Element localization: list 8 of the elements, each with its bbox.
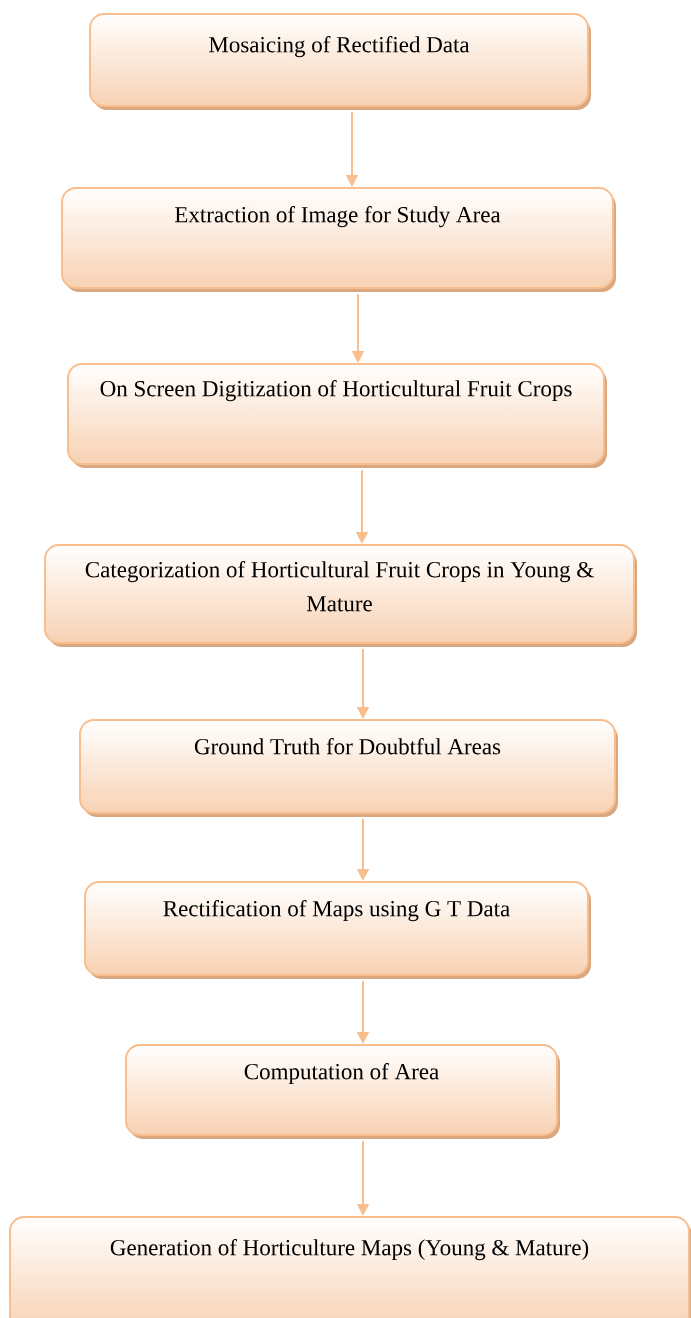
- process-box: Extraction of Image for Study Area: [61, 187, 616, 292]
- process-box: On Screen Digitization of Horticultural Fruit Crops: [67, 363, 607, 468]
- process-box: Mosaicing of Rectified Data: [89, 13, 591, 110]
- process-box: Rectification of Maps using G T Data: [84, 881, 591, 979]
- process-box: Ground Truth for Doubtful Areas: [79, 719, 618, 817]
- process-box: Generation of Horticulture Maps (Young & Mature): [9, 1216, 691, 1318]
- process-box: Computation of Area: [125, 1044, 560, 1139]
- process-box: Categorization of Horticultural Fruit Crops in Young & Mature: [44, 544, 637, 647]
